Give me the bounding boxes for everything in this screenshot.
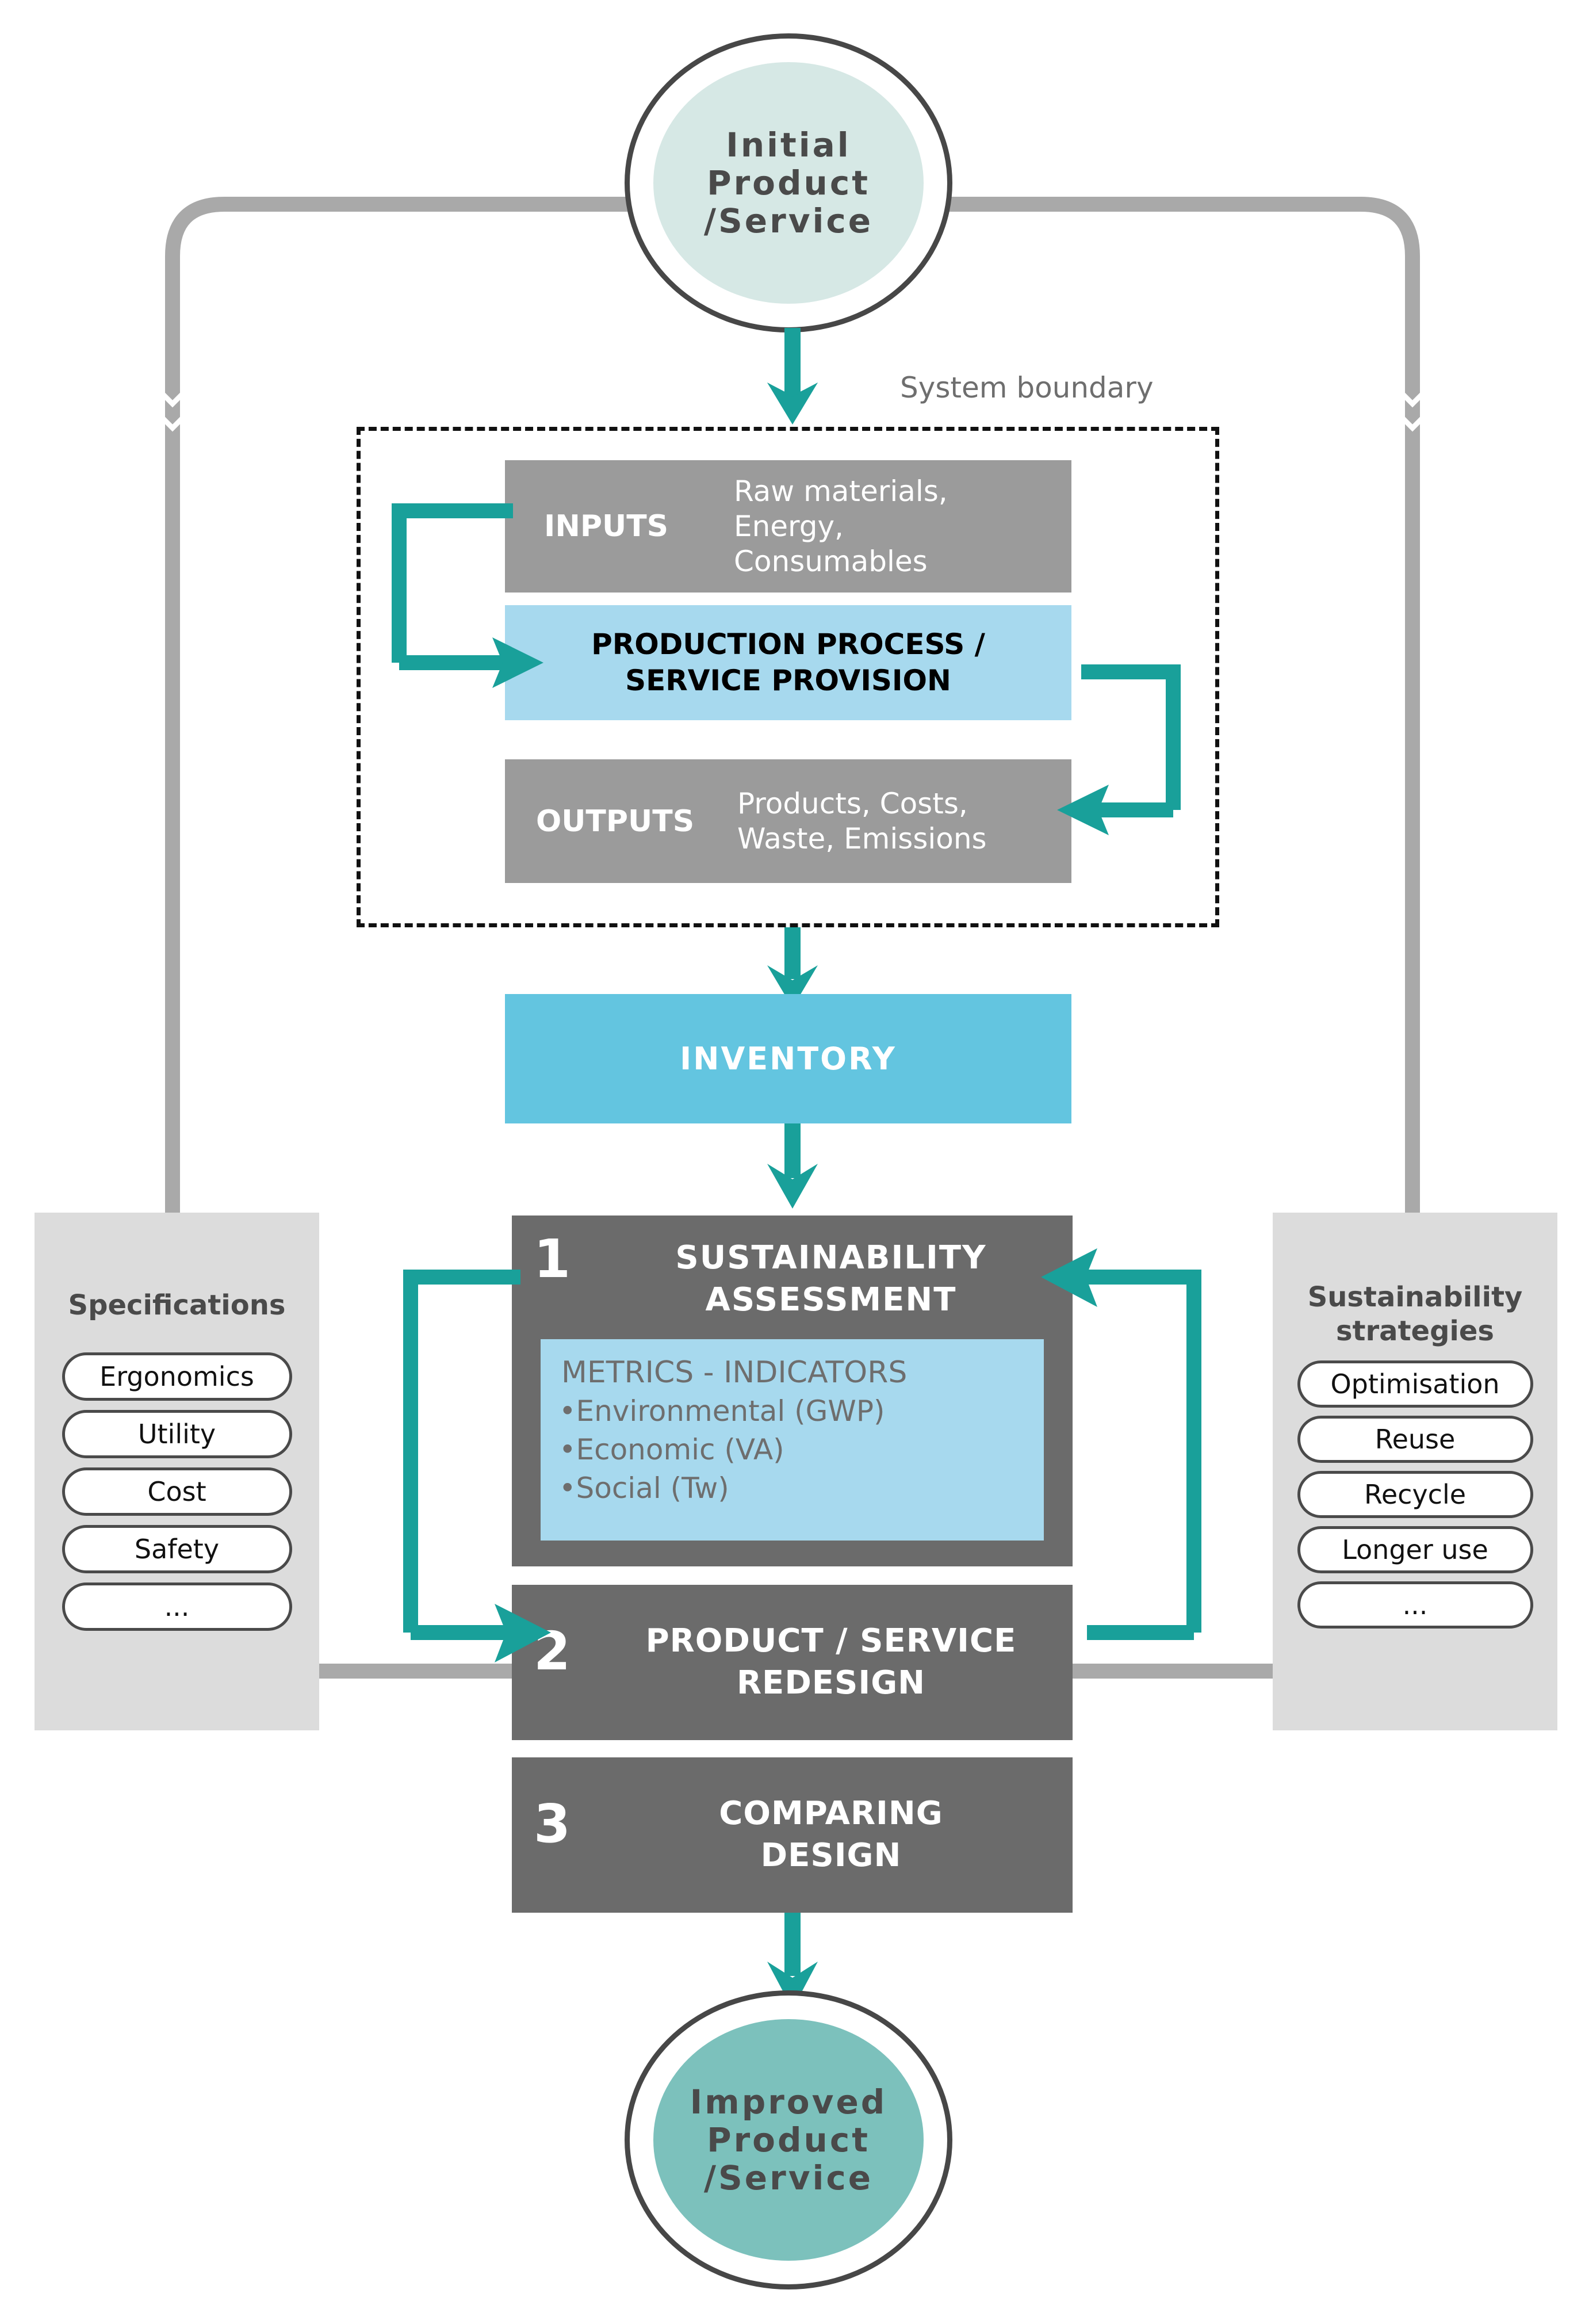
inventory-label: INVENTORY	[680, 1041, 897, 1077]
production-process-line2: SERVICE PROVISION	[625, 664, 951, 697]
step-2-title-line1: PRODUCT / SERVICE	[645, 1622, 1017, 1660]
metrics-items: •Environmental (GWP) •Economic (VA) •Soc…	[559, 1392, 885, 1508]
arrow-start-to-boundary	[767, 328, 818, 425]
system-boundary-label: System boundary	[900, 371, 1154, 404]
arrow-comparing-to-end	[767, 1913, 818, 2009]
end-node-fill: Improved Product /Service	[653, 2019, 924, 2261]
end-node-line1: Improved	[690, 2082, 887, 2122]
step-1-box: 1 SUSTAINABILITY ASSESSMENT METRICS - IN…	[512, 1215, 1073, 1566]
production-process-line1: PRODUCTION PROCESS /	[591, 628, 985, 661]
start-node-line3: /Service	[703, 201, 874, 241]
production-process-box: PRODUCTION PROCESS / SERVICE PROVISION	[505, 605, 1071, 720]
loop-redesign-to-assessment	[1041, 1248, 1201, 1640]
strategies-title-line1: Sustainability	[1307, 1281, 1523, 1313]
loop-process-to-outputs	[1057, 664, 1181, 835]
outputs-detail: Products, Costs, Waste, Emissions	[737, 786, 987, 857]
step-3-title: COMPARING DESIGN	[610, 1793, 1052, 1877]
step-2-title: PRODUCT / SERVICE REDESIGN	[610, 1620, 1052, 1704]
inputs-detail-line1: Raw materials,	[734, 474, 948, 508]
spec-pill-cost[interactable]: Cost	[62, 1467, 292, 1516]
end-node-line2: Product	[707, 2120, 870, 2159]
spec-pill-utility[interactable]: Utility	[62, 1409, 292, 1458]
system-boundary-region	[357, 427, 1219, 927]
start-node-line2: Product	[707, 163, 870, 202]
step-3-title-line2: DESIGN	[760, 1836, 902, 1874]
strategy-pill-reuse[interactable]: Reuse	[1297, 1416, 1533, 1463]
step-3-box: 3 COMPARING DESIGN	[512, 1757, 1073, 1913]
spec-pill-more[interactable]: ...	[62, 1582, 292, 1631]
metrics-item-economic: •Economic (VA)	[559, 1433, 784, 1466]
inputs-detail-line2: Energy,	[734, 509, 844, 543]
inputs-detail: Raw materials, Energy, Consumables	[734, 474, 948, 579]
outputs-detail-line2: Waste, Emissions	[737, 821, 987, 855]
step-3-number: 3	[534, 1793, 571, 1855]
strategy-pill-more[interactable]: ...	[1297, 1581, 1533, 1629]
inputs-box: INPUTS Raw materials, Energy, Consumable…	[505, 460, 1071, 593]
spec-pill-safety[interactable]: Safety	[62, 1524, 292, 1573]
step-1-title-line2: ASSESSMENT	[705, 1281, 957, 1318]
loop-assessment-to-redesign	[403, 1270, 551, 1662]
strategy-pill-longer-use[interactable]: Longer use	[1297, 1526, 1533, 1574]
outputs-detail-line1: Products, Costs,	[737, 786, 968, 820]
step-1-title-line1: SUSTAINABILITY	[675, 1239, 987, 1276]
specifications-title-line1: Specifications	[68, 1289, 286, 1321]
strategy-pill-recycle[interactable]: Recycle	[1297, 1471, 1533, 1519]
sustainability-strategies-sidebar: Sustainability strategies Optimisation R…	[1273, 1213, 1557, 1730]
step-2-box: 2 PRODUCT / SERVICE REDESIGN	[512, 1585, 1073, 1740]
spec-pill-ergonomics[interactable]: Ergonomics	[62, 1352, 292, 1401]
end-node: Improved Product /Service	[625, 1990, 952, 2289]
inventory-box: INVENTORY	[505, 994, 1071, 1123]
arrow-inventory-to-assessment	[767, 1123, 818, 1209]
start-node-line1: Initial	[726, 125, 851, 165]
outputs-label: OUTPUTS	[536, 804, 695, 839]
step-1-title: SUSTAINABILITY ASSESSMENT	[610, 1237, 1052, 1321]
end-node-line3: /Service	[703, 2158, 874, 2198]
specifications-title: Specifications	[68, 1289, 286, 1322]
metrics-item-social: •Social (Tw)	[559, 1471, 729, 1505]
metrics-heading: METRICS - INDICATORS	[561, 1355, 908, 1390]
inputs-label: INPUTS	[544, 509, 669, 544]
inputs-detail-line3: Consumables	[734, 544, 928, 578]
specifications-sidebar: Specifications Ergonomics Utility Cost S…	[35, 1213, 319, 1730]
strategies-title-line2: strategies	[1335, 1314, 1494, 1347]
step-2-title-line2: REDESIGN	[736, 1664, 926, 1702]
strategy-pill-optimisation[interactable]: Optimisation	[1297, 1360, 1533, 1408]
start-node-fill: Initial Product /Service	[653, 62, 924, 304]
arrow-boundary-to-inventory	[767, 927, 818, 1008]
start-node: Initial Product /Service	[625, 33, 952, 332]
outputs-box: OUTPUTS Products, Costs, Waste, Emission…	[505, 759, 1071, 883]
step-1-number: 1	[534, 1228, 571, 1290]
production-process-label: PRODUCTION PROCESS / SERVICE PROVISION	[591, 626, 985, 699]
loop-inputs-to-process	[392, 503, 543, 688]
metrics-item-environmental: •Environmental (GWP)	[559, 1394, 885, 1428]
sustainability-strategies-title: Sustainability strategies	[1308, 1281, 1523, 1348]
metrics-panel: METRICS - INDICATORS •Environmental (GWP…	[541, 1339, 1044, 1541]
step-3-title-line1: COMPARING	[719, 1795, 943, 1832]
